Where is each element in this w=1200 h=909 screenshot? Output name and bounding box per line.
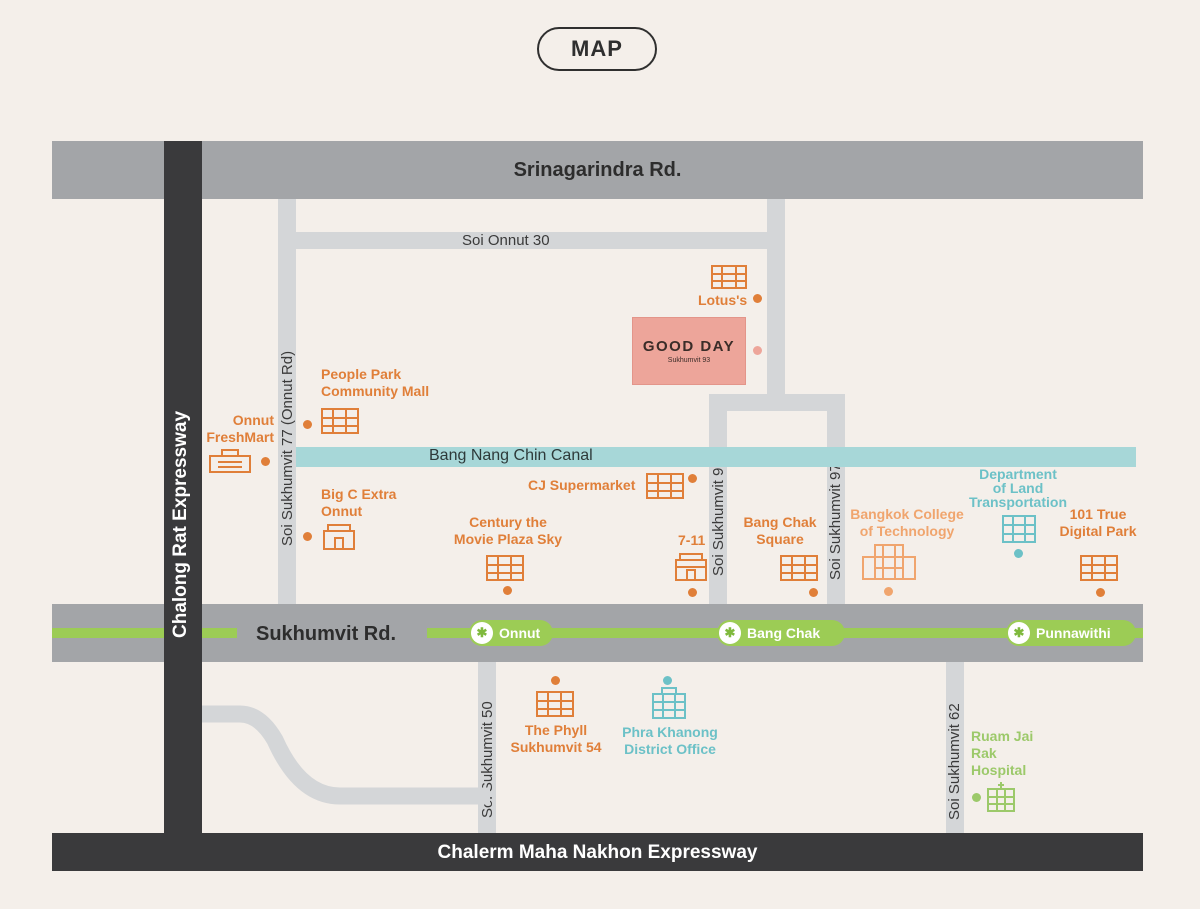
poi-bang-chak-square-dot [809, 588, 818, 597]
canal [296, 447, 1136, 467]
soi-connector-east [767, 199, 785, 399]
building-icon [711, 265, 747, 289]
soi-sukhumvit93 [709, 394, 727, 605]
soi-onnut30 [294, 232, 784, 249]
building-icon [862, 544, 916, 580]
road-srinagarindra-label: Srinagarindra Rd. [513, 159, 682, 181]
station-onnut-label: Onnut [499, 625, 541, 641]
shop-icon [209, 449, 251, 473]
hospital-icon [987, 782, 1015, 812]
map-title: MAP [537, 27, 657, 71]
poi-cj-label: CJ Supermarket [528, 477, 636, 493]
soi-sukhumvit77-label: Soi Sukhumvit 77 (Onnut Rd) [279, 350, 296, 546]
soi-sukhumvit97-1 [827, 394, 845, 605]
bts-station-icon: ✱ [1008, 622, 1030, 644]
road-chalerm-label: Chalerm Maha Nakhon Expressway [437, 842, 758, 863]
station-onnut[interactable]: ✱ Onnut [469, 620, 553, 646]
poi-phra-khanong-dot [663, 676, 672, 685]
building-icon [1080, 555, 1118, 581]
poi-lotus-label: Lotus's [698, 292, 748, 308]
road-chalong-rat-label: Chalong Rat Expressway [170, 410, 191, 638]
building-icon [1002, 515, 1036, 543]
road-chalong-rat [164, 141, 202, 841]
road-chalerm [52, 833, 1143, 871]
station-punnawithi[interactable]: ✱ Punnawithi [1006, 620, 1136, 646]
bts-station-icon: ✱ [719, 622, 741, 644]
bts-station-icon: ✱ [471, 622, 493, 644]
road-srinagarindra [52, 141, 1143, 199]
poi-big-c-dot [303, 532, 312, 541]
station-bang-chak[interactable]: ✱ Bang Chak [717, 620, 845, 646]
soi-sukhumvit62-label: Soi Sukhumvit 62 [946, 703, 963, 820]
station-bang-chak-label: Bang Chak [747, 625, 821, 641]
soi-sukhumvit93-label: Soi Sukhumvit 93 [710, 459, 727, 576]
poi-dlt-dot [1014, 549, 1023, 558]
poi-true-park-dot [1096, 588, 1105, 597]
poi-phyll-dot [551, 676, 560, 685]
soi-connector-horizontal [709, 394, 845, 411]
building-icon [536, 691, 574, 717]
road-label-bg [237, 612, 427, 654]
poi-century-dot [503, 586, 512, 595]
building-icon [646, 473, 684, 499]
curved-road [200, 705, 490, 805]
building-icon [780, 555, 818, 581]
road-sukhumvit-label: Sukhumvit Rd. [256, 623, 397, 645]
station-punnawithi-label: Punnawithi [1036, 625, 1111, 641]
soi-sukhumvit97-1-label: Soi Sukhumvit 97/1 [827, 450, 844, 580]
bts-line [52, 628, 1143, 638]
poi-people-park-dot [303, 420, 312, 429]
building-icon [321, 408, 359, 434]
canal-label: Bang Nang Chin Canal [429, 447, 593, 464]
poi-seven-label: 7-11 [678, 532, 706, 548]
building-icon [652, 687, 686, 719]
property-good-day[interactable]: GOOD DAY Sukhumvit 93 [632, 317, 746, 385]
property-logo: GOOD DAY [642, 338, 736, 355]
poi-ruam-jai-dot [972, 793, 981, 802]
soi-onnut30-label: Soi Onnut 30 [462, 232, 550, 249]
poi-seven-dot [688, 588, 697, 597]
poi-lotus-dot [753, 294, 762, 303]
shop-icon [675, 553, 707, 581]
poi-cj-dot [688, 474, 697, 483]
soi-sukhumvit62 [946, 662, 964, 833]
shop-icon [323, 524, 355, 550]
poi-bangkok-college-dot [884, 587, 893, 596]
property-dot [753, 346, 762, 355]
property-sub: Sukhumvit 93 [667, 357, 711, 364]
poi-onnut-freshmart-dot [261, 457, 270, 466]
building-icon [486, 555, 524, 581]
soi-sukhumvit77 [278, 199, 296, 605]
